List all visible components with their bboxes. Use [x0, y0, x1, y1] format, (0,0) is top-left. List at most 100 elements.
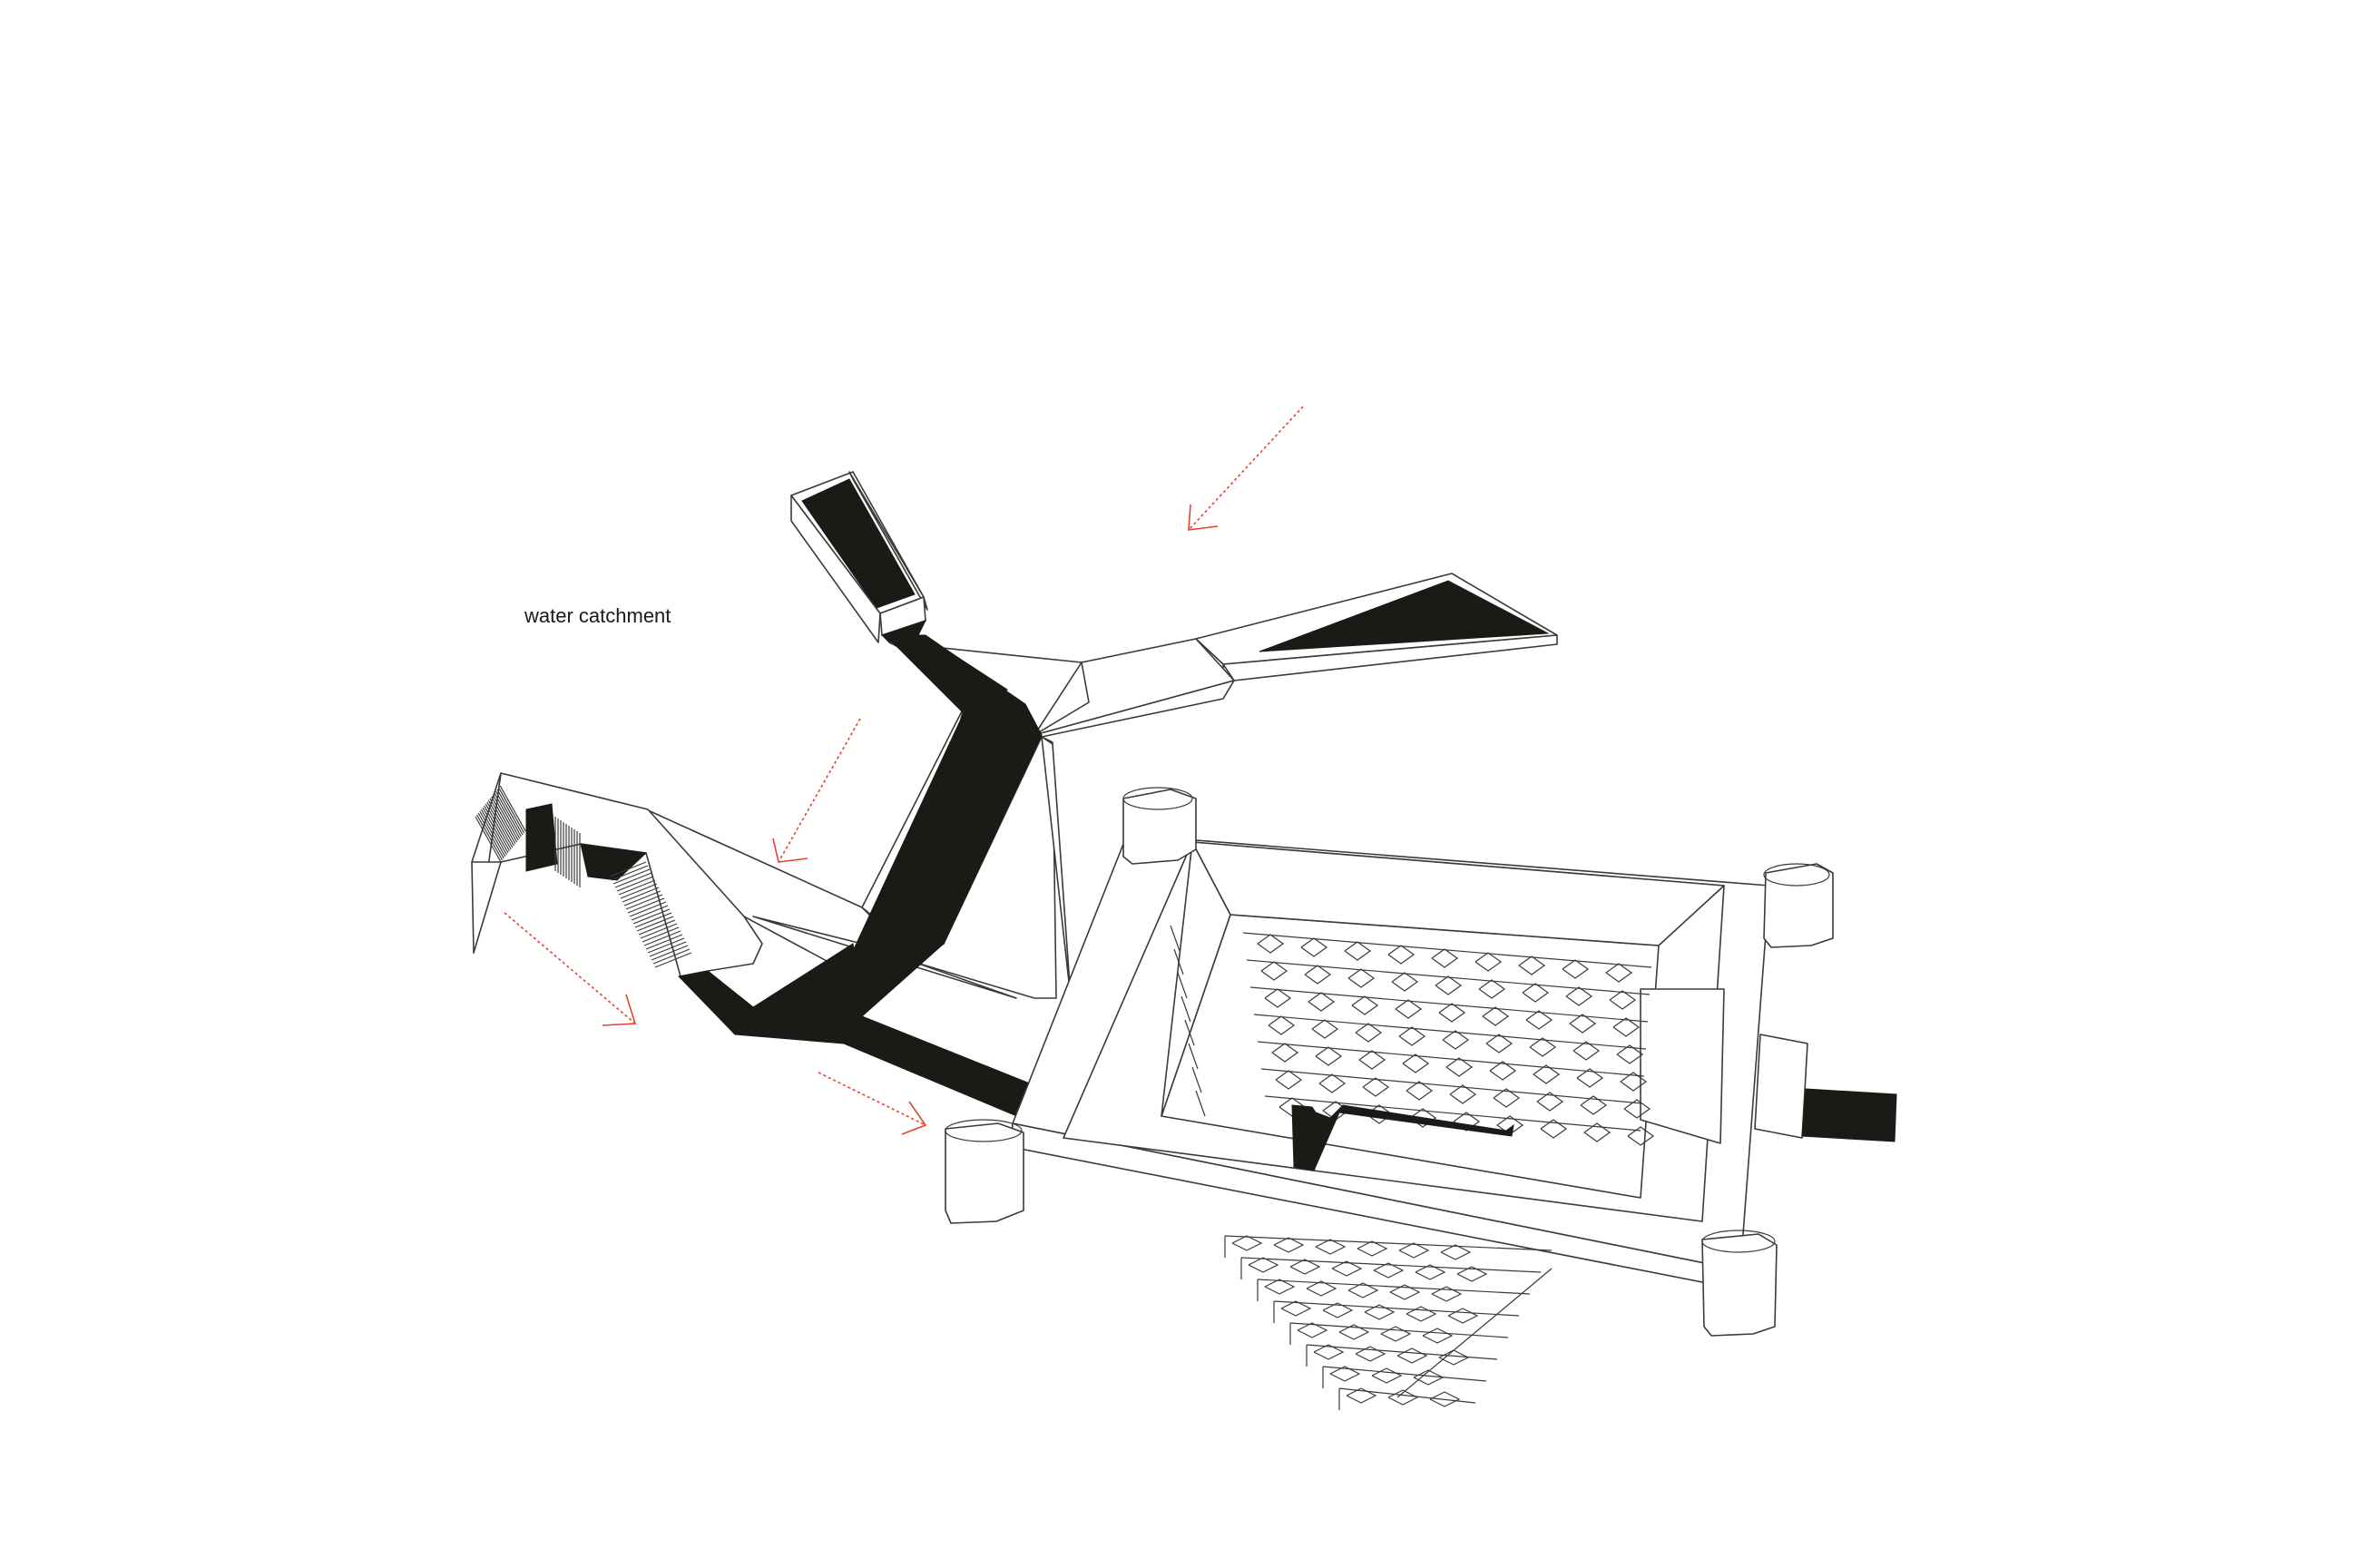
terrace-step [1315, 1046, 1343, 1066]
pyramid-block [1331, 1260, 1363, 1277]
water-catchment-label: water catchment [524, 604, 671, 627]
terrace-step [1355, 1023, 1383, 1043]
terrace-step [1489, 1061, 1517, 1081]
hatch-line [492, 794, 519, 841]
terrace-step [1576, 1068, 1604, 1088]
flow-arrows [504, 406, 1304, 1135]
terrace-step [1438, 1003, 1466, 1023]
pyramid-block [1231, 1235, 1263, 1251]
terrace-step [1540, 1119, 1568, 1139]
terrace-edge [1191, 1066, 1202, 1093]
left-stepped-catchment [471, 772, 763, 1035]
terrace-step [1623, 1099, 1651, 1119]
hatch-line [640, 923, 678, 939]
pyramid-step [1322, 1366, 1487, 1382]
flow-arrow-4 [818, 1072, 927, 1135]
hatched-steps-left [475, 785, 692, 968]
hatch-line [645, 934, 683, 950]
pyramid-block [1440, 1244, 1472, 1260]
hatch-line [652, 948, 691, 965]
hatch-line [629, 901, 667, 917]
hatch-line [649, 941, 687, 957]
terrace-step [1525, 1010, 1553, 1030]
hatch-line [611, 865, 649, 881]
terrace-step [1344, 941, 1372, 961]
flow-arrow-3 [504, 912, 637, 1026]
hatch-line [631, 905, 669, 921]
hatch-line [634, 912, 672, 928]
pyramid-block [1289, 1259, 1321, 1275]
terrace-edge [1195, 1090, 1206, 1117]
terrace-step [1583, 1122, 1612, 1142]
hatch-line [620, 883, 658, 899]
terrace-step [1387, 945, 1416, 965]
pyramid-step [1289, 1322, 1509, 1338]
main-water-channel [680, 634, 1043, 1121]
pyramid-block [1387, 1389, 1419, 1406]
hatch-line [651, 945, 689, 961]
hatch-line [498, 787, 525, 834]
upper-left-catchment-funnel [790, 471, 928, 643]
pyramid-block [1338, 1324, 1370, 1340]
terrace-step [1271, 1043, 1299, 1063]
terrace-step [1482, 1006, 1510, 1026]
pyramid-step [1306, 1344, 1498, 1360]
terrace-step [1522, 983, 1550, 1003]
terrace-step [1257, 934, 1285, 954]
pyramid-block [1273, 1237, 1305, 1253]
corner-pavilion-sw [945, 1119, 1024, 1224]
terrace-step [1409, 1108, 1437, 1128]
terrace-step [1533, 1064, 1561, 1084]
hatch-line [480, 808, 507, 856]
terrace-step [1580, 1095, 1608, 1115]
terrace-step [1616, 1044, 1644, 1064]
pyramid-block [1364, 1304, 1396, 1320]
hatch-line [625, 894, 663, 910]
terrace-edge [1246, 959, 1651, 995]
pyramid-block [1447, 1308, 1479, 1324]
hatch-line [616, 876, 654, 892]
terrace-step [1562, 959, 1590, 979]
pyramid-block [1438, 1349, 1470, 1366]
terrace-step [1318, 1073, 1347, 1093]
hatch-line [618, 879, 656, 896]
terrace-step [1536, 1092, 1564, 1112]
terrace-step [1406, 1081, 1434, 1101]
hatch-line [643, 930, 681, 946]
hatch-line [485, 803, 512, 850]
pyramid-block [1264, 1279, 1296, 1295]
terrace-step [1474, 952, 1503, 972]
terrace-step [1442, 1030, 1470, 1050]
pyramid-block [1396, 1348, 1428, 1364]
terrace-step [1612, 1017, 1641, 1037]
hatch-line [609, 861, 647, 877]
terrace-step [1445, 1057, 1474, 1077]
pyramid-block [1322, 1302, 1354, 1318]
terrace-step [1358, 1050, 1386, 1070]
hatch-line [622, 887, 660, 903]
terrace-edge [1264, 1095, 1641, 1132]
pyramid-block [1306, 1280, 1337, 1297]
terrace-edge [1242, 932, 1652, 968]
pyramid-block [1280, 1300, 1312, 1317]
hatch-line [482, 807, 509, 854]
terrace-edge [1177, 972, 1188, 999]
hatch-line [487, 799, 514, 847]
terrace-step [1395, 999, 1423, 1019]
terrace-step [1351, 995, 1379, 1015]
hatch-line [638, 919, 676, 936]
hatch-line [477, 812, 505, 859]
terrace-step [1478, 979, 1506, 999]
stepwell-terrace-grid [1170, 925, 1655, 1146]
terrace-edge [1249, 986, 1649, 1023]
pyramid-block [1389, 1284, 1421, 1300]
hatch-line [495, 790, 522, 838]
terrace-step [1268, 1015, 1296, 1035]
terrace-step [1304, 965, 1332, 985]
hatch-line [494, 792, 521, 839]
hatch-line [484, 805, 511, 852]
terrace-step [1620, 1072, 1648, 1092]
pyramid-step [1338, 1387, 1476, 1404]
hatch-line [612, 868, 651, 885]
